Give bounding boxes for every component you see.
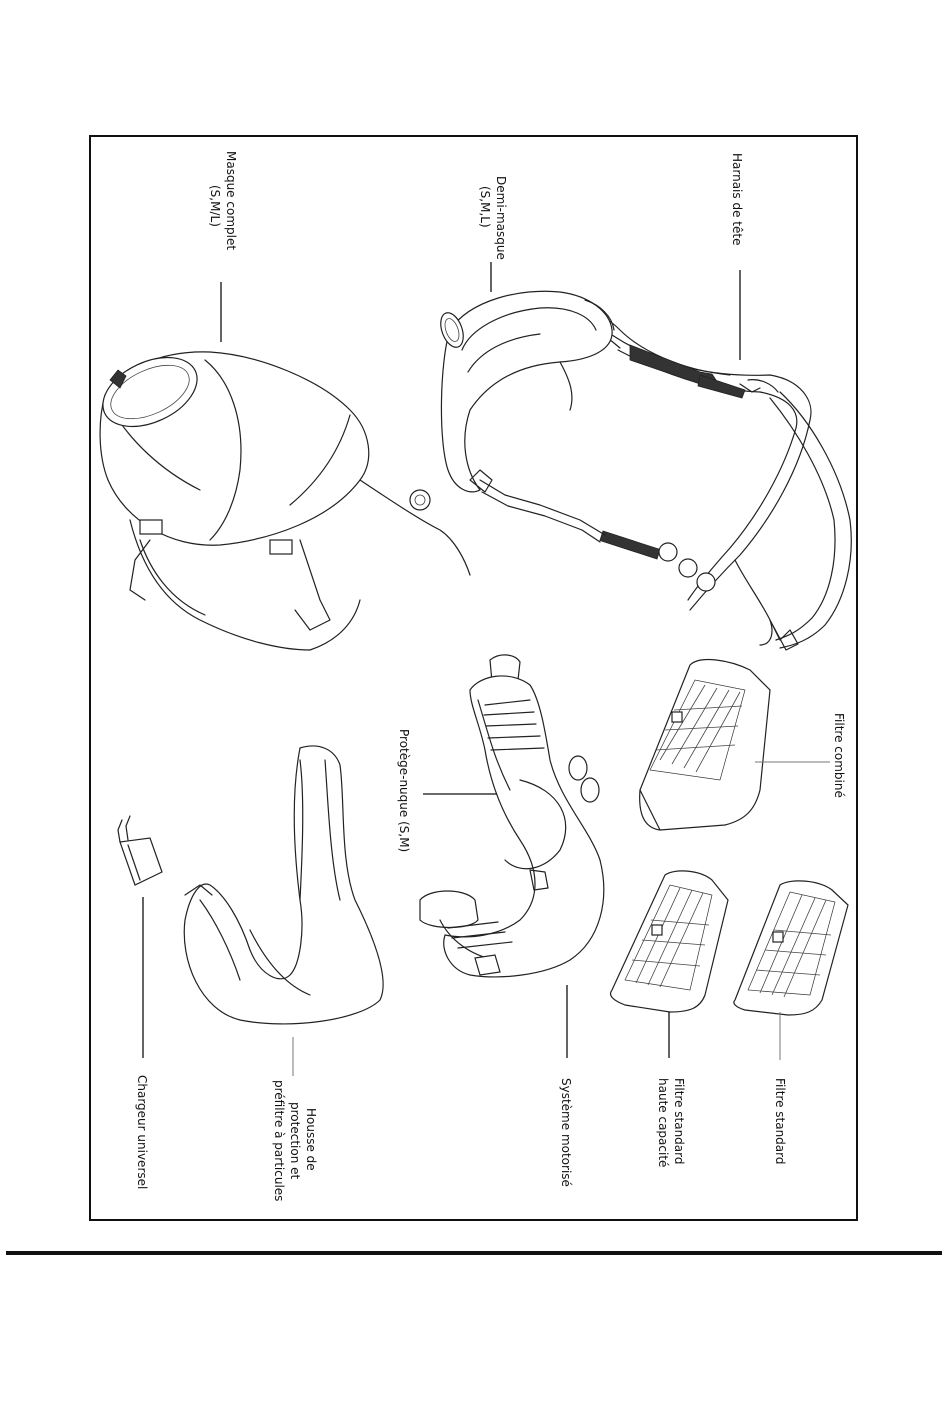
high-capacity-filter-illustration: [611, 871, 728, 1012]
label-head-harness: Harnais de tête: [730, 153, 744, 245]
label-standard-filter: Filtre standard: [773, 1078, 787, 1165]
label-full-mask-sizes: (S,M/L): [208, 185, 222, 227]
label-protective-cover-line1: Housse de: [304, 1108, 318, 1171]
label-protective-cover-line2: protection et: [288, 1102, 302, 1179]
label-powered-unit: Système motorisé: [559, 1078, 573, 1187]
label-combined-filter: Filtre combiné: [832, 713, 846, 798]
standard-filter-illustration: [734, 881, 848, 1015]
combined-filter-illustration: [640, 660, 770, 830]
label-neck-protector: Protège-nuque (S,M): [397, 729, 411, 852]
full-mask-illustration: [92, 344, 470, 650]
powered-unit-illustration: [420, 655, 604, 977]
label-high-capacity-filter-line2: haute capacité: [656, 1078, 670, 1167]
label-full-mask-name: Masque complet: [224, 151, 238, 250]
label-half-mask-sizes: (S,M,L): [478, 186, 492, 228]
label-high-capacity-filter-line1: Filtre standard: [672, 1078, 686, 1165]
label-half-mask-name: Demi-masque: [494, 176, 508, 260]
label-protective-cover-line3: préfiltre à particules: [272, 1080, 286, 1201]
charger-illustration: [118, 816, 162, 885]
protective-cover-illustration: [184, 746, 383, 1024]
half-mask-illustration: [436, 291, 614, 542]
label-charger: Chargeur universel: [135, 1075, 149, 1189]
